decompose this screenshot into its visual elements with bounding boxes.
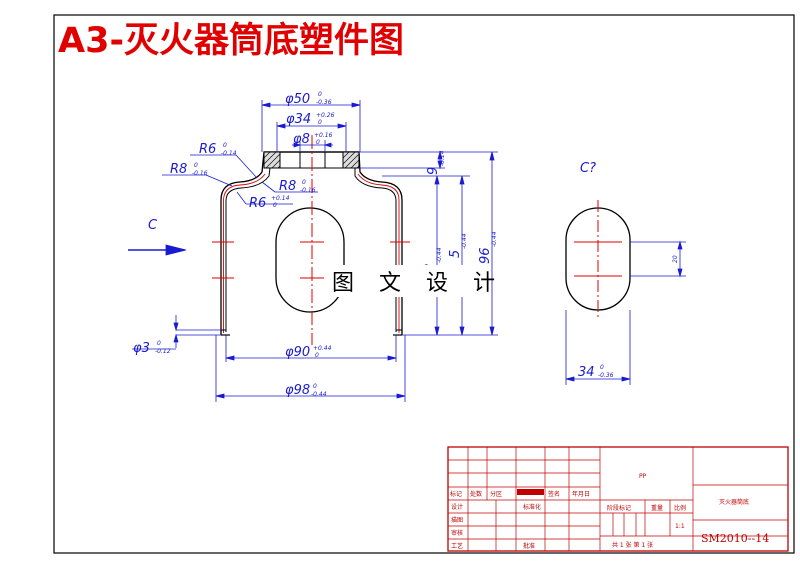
tb-mark: 标记 <box>450 490 462 498</box>
dim-r8a-tol-lo: -0.16 <box>192 170 208 177</box>
watermark: 图 文 设 计 <box>332 271 504 296</box>
dim-d34: φ34 <box>286 112 311 127</box>
dim-d90-tol-up: +0.44 <box>313 345 332 352</box>
dim-d50: φ50 <box>285 92 310 107</box>
title-block: PP 灭火器筒底 SM2010--14 标记 处数 分区 签名 年月日 设计 标… <box>447 446 789 552</box>
dim-r6b-tol-lo: 0 <box>273 202 277 209</box>
oval-slot <box>275 207 345 313</box>
dim-d34b: 34 <box>578 365 595 380</box>
tb-design: 设计 <box>451 503 463 511</box>
dim-d34b-tol-lo: -0.36 <box>598 372 614 379</box>
dim-r8a: R8 <box>170 162 187 177</box>
dimension-lines <box>128 100 498 402</box>
dim-d3: φ3 <box>133 341 150 356</box>
part-name: 灭火器筒底 <box>719 498 749 506</box>
dim-r6b: R6 <box>249 196 266 211</box>
dim-h9-tol: -0.14 <box>439 150 446 166</box>
dim-d34-tol-up: +0.26 <box>316 112 335 119</box>
shell-accent <box>223 173 400 333</box>
dim-d50-tol-up: 0 <box>318 91 322 98</box>
material: PP <box>639 473 647 480</box>
dim-h9: 9 <box>426 167 441 175</box>
profile-view <box>220 151 403 336</box>
tb-date: 年月日 <box>572 490 590 498</box>
dim-r6b-tol-up: +0.14 <box>271 195 290 202</box>
dimension-texts: φ50 0 -0.36 φ34 +0.26 0 φ8 +0.16 0 R6 0 … <box>133 91 498 398</box>
dim-r8b-tol-lo: -0.16 <box>300 187 316 194</box>
dim-d8: φ8 <box>293 132 310 147</box>
tb-scale: 比例 <box>674 504 686 512</box>
drawing-number: SM2010--14 <box>701 532 769 545</box>
dim-d3-tol-lo: -0.12 <box>155 348 171 355</box>
view-c: C? 20 34 0 -0.36 <box>565 161 686 385</box>
tb-sign: 签名 <box>548 490 560 498</box>
dim-r8b-tol-up: 0 <box>302 179 306 186</box>
dim-d98-tol-lo: -0.44 <box>311 391 327 398</box>
tb-stage-mark: 阶段标记 <box>607 504 631 512</box>
dim-d34-tol-lo: 0 <box>318 119 322 126</box>
dim-r8a-tol-up: 0 <box>194 162 198 169</box>
dim-d8-tol-lo: 0 <box>316 139 320 146</box>
tb-weight: 重量 <box>651 504 663 512</box>
tb-draw: 描图 <box>451 516 463 524</box>
watermark-bg <box>328 265 472 297</box>
dim-d20: 20 <box>672 255 679 263</box>
view-center-lines <box>574 200 622 318</box>
sheet-border <box>53 14 795 554</box>
tb-approve: 批准 <box>523 542 535 550</box>
dim-r6a-tol-lo: -0.14 <box>221 150 237 157</box>
dim-d50-tol-lo: -0.36 <box>316 99 332 106</box>
view-label: C? <box>580 161 596 176</box>
dim-r6a-tol-up: 0 <box>223 142 227 149</box>
tb-count: 处数 <box>470 490 482 498</box>
tb-scale-value: 1:1 <box>675 523 685 530</box>
dim-h8-tol: -0.44 <box>436 247 443 263</box>
hatch-left <box>263 151 281 169</box>
tb-review: 审核 <box>451 529 463 537</box>
dim-d98-tol-up: 0 <box>313 383 317 390</box>
dim-h75: 5 <box>448 250 463 258</box>
section-label: C <box>148 218 158 233</box>
tb-sheets: 共 1 张 第 1 张 <box>612 541 653 549</box>
change-doc-bar <box>517 489 544 495</box>
dim-d90: φ90 <box>285 345 310 360</box>
dim-h96: 96 <box>478 247 493 264</box>
tb-zone: 分区 <box>490 490 502 498</box>
dim-h75-tol: -0.44 <box>461 233 468 249</box>
dim-d98: φ98 <box>285 383 310 398</box>
page-title: A3-灭火器筒底塑件图 <box>58 21 404 61</box>
dim-r8b: R8 <box>279 179 296 194</box>
dim-d3-tol-up: 0 <box>157 340 161 347</box>
tb-process: 工艺 <box>451 542 463 550</box>
dim-d90-tol-lo: 0 <box>315 352 319 359</box>
center-lines <box>212 135 410 345</box>
hatch-right <box>342 151 360 169</box>
view-dims <box>565 240 686 385</box>
dim-r6a: R6 <box>199 142 216 157</box>
dim-h96-tol: -0.44 <box>491 231 498 247</box>
dim-d34b-tol-up: 0 <box>600 364 604 371</box>
section-hatch <box>263 151 360 169</box>
dim-d8-tol-up: +0.16 <box>314 132 333 139</box>
tb-standardize: 标准化 <box>523 503 541 511</box>
